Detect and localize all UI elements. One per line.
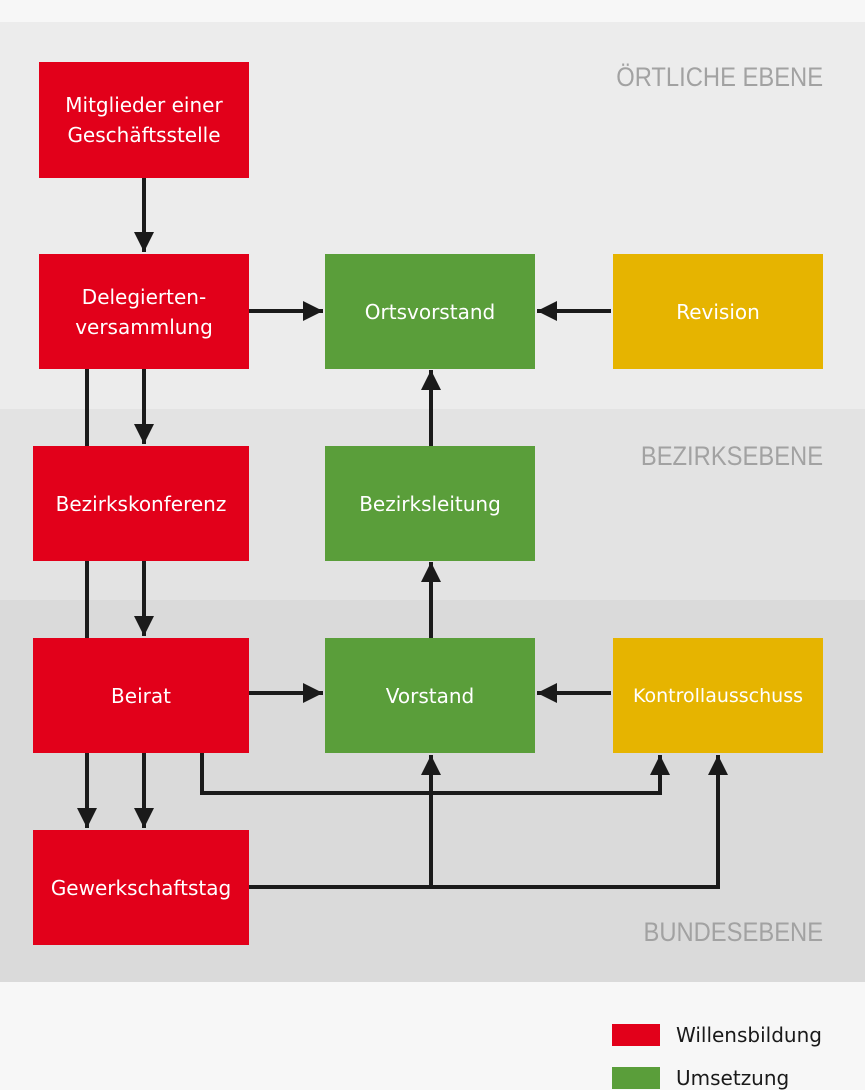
level-label-district: BEZIRKSEBENE [640,441,823,471]
legend-item-willensbildung: Willensbildung [612,1023,822,1047]
box-bezirksleitung: Bezirksleitung [325,446,535,561]
box-bezirkskonferenz: Bezirkskonferenz [33,446,249,561]
legend-swatch-red [612,1024,660,1046]
box-kontrollausschuss: Kontrollausschuss [613,638,823,753]
box-vorstand: Vorstand [325,638,535,753]
legend-label-umsetzung: Umsetzung [676,1066,790,1090]
box-delegiertenversammlung: Delegierten- versammlung [39,254,249,369]
box-revision: Revision [613,254,823,369]
legend-item-umsetzung: Umsetzung [612,1066,789,1090]
level-label-federal: BUNDESEBENE [643,917,823,947]
box-beirat: Beirat [33,638,249,753]
box-gewerkschaftstag: Gewerkschaftstag [33,830,249,945]
box-ortsvorstand: Ortsvorstand [325,254,535,369]
arrow-gewerkschaftstag-kontrollausschuss [249,755,728,889]
level-label-local: ÖRTLICHE EBENE [616,62,823,92]
legend-label-willensbildung: Willensbildung [676,1023,822,1047]
box-mitglieder: Mitglieder einer Geschäftsstelle [39,62,249,178]
legend-swatch-green [612,1067,660,1089]
